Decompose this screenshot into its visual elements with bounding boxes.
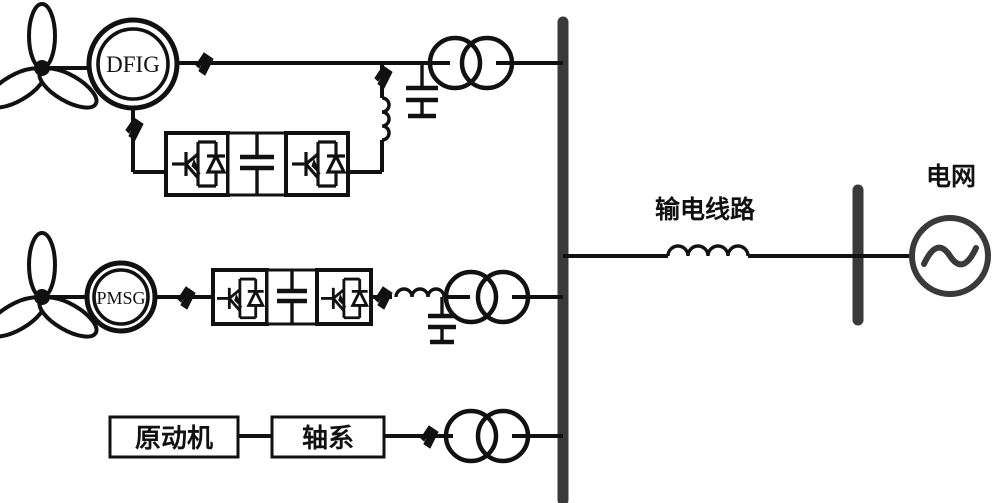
filter-inductor-pmsg: [394, 287, 446, 298]
grid-side-converter-dfig[interactable]: [284, 131, 350, 197]
transmission-line-inductor: [666, 244, 750, 257]
breaker-pmsg-gsc[interactable]: [374, 286, 393, 310]
synchronous-branch: 原动机 轴系: [108, 411, 563, 461]
pmsg-generator: PMSG: [84, 260, 158, 334]
shaft-system-box[interactable]: 轴系: [270, 415, 386, 459]
breaker-dfig-stator[interactable]: [195, 52, 214, 76]
grid-side-converter-pmsg[interactable]: [315, 268, 373, 326]
breaker-synchronous[interactable]: [420, 425, 439, 449]
filter-capacitor-dfig: [406, 63, 438, 119]
filter-inductor-dfig: [381, 96, 391, 142]
rotor-side-converter-dfig[interactable]: [164, 131, 230, 197]
breaker-dfig-rotor[interactable]: [125, 117, 144, 141]
ac-grid-source: [909, 215, 991, 297]
pmsg-branch: PMSG: [0, 231, 563, 347]
transmission-section: 输电线路 电网: [563, 162, 991, 297]
prime-mover-label: 原动机: [135, 424, 213, 454]
prime-mover-box[interactable]: 原动机: [108, 415, 240, 459]
dfig-generator: DFIG: [86, 17, 180, 111]
power-grid-label: 电网: [926, 162, 976, 191]
dfig-branch: DFIG: [0, 2, 563, 197]
pmsg-label: PMSG: [96, 288, 145, 308]
dc-link-capacitor-pmsg: [265, 268, 319, 326]
filter-capacitor-pmsg: [428, 297, 456, 345]
breaker-pmsg-stator[interactable]: [177, 286, 196, 310]
machine-side-converter-pmsg[interactable]: [211, 268, 269, 326]
dc-link-capacitor-dfig: [226, 131, 288, 197]
dfig-label: DFIG: [106, 52, 160, 77]
shaft-system-label: 轴系: [302, 424, 354, 454]
transmission-line-label: 输电线路: [655, 195, 756, 224]
